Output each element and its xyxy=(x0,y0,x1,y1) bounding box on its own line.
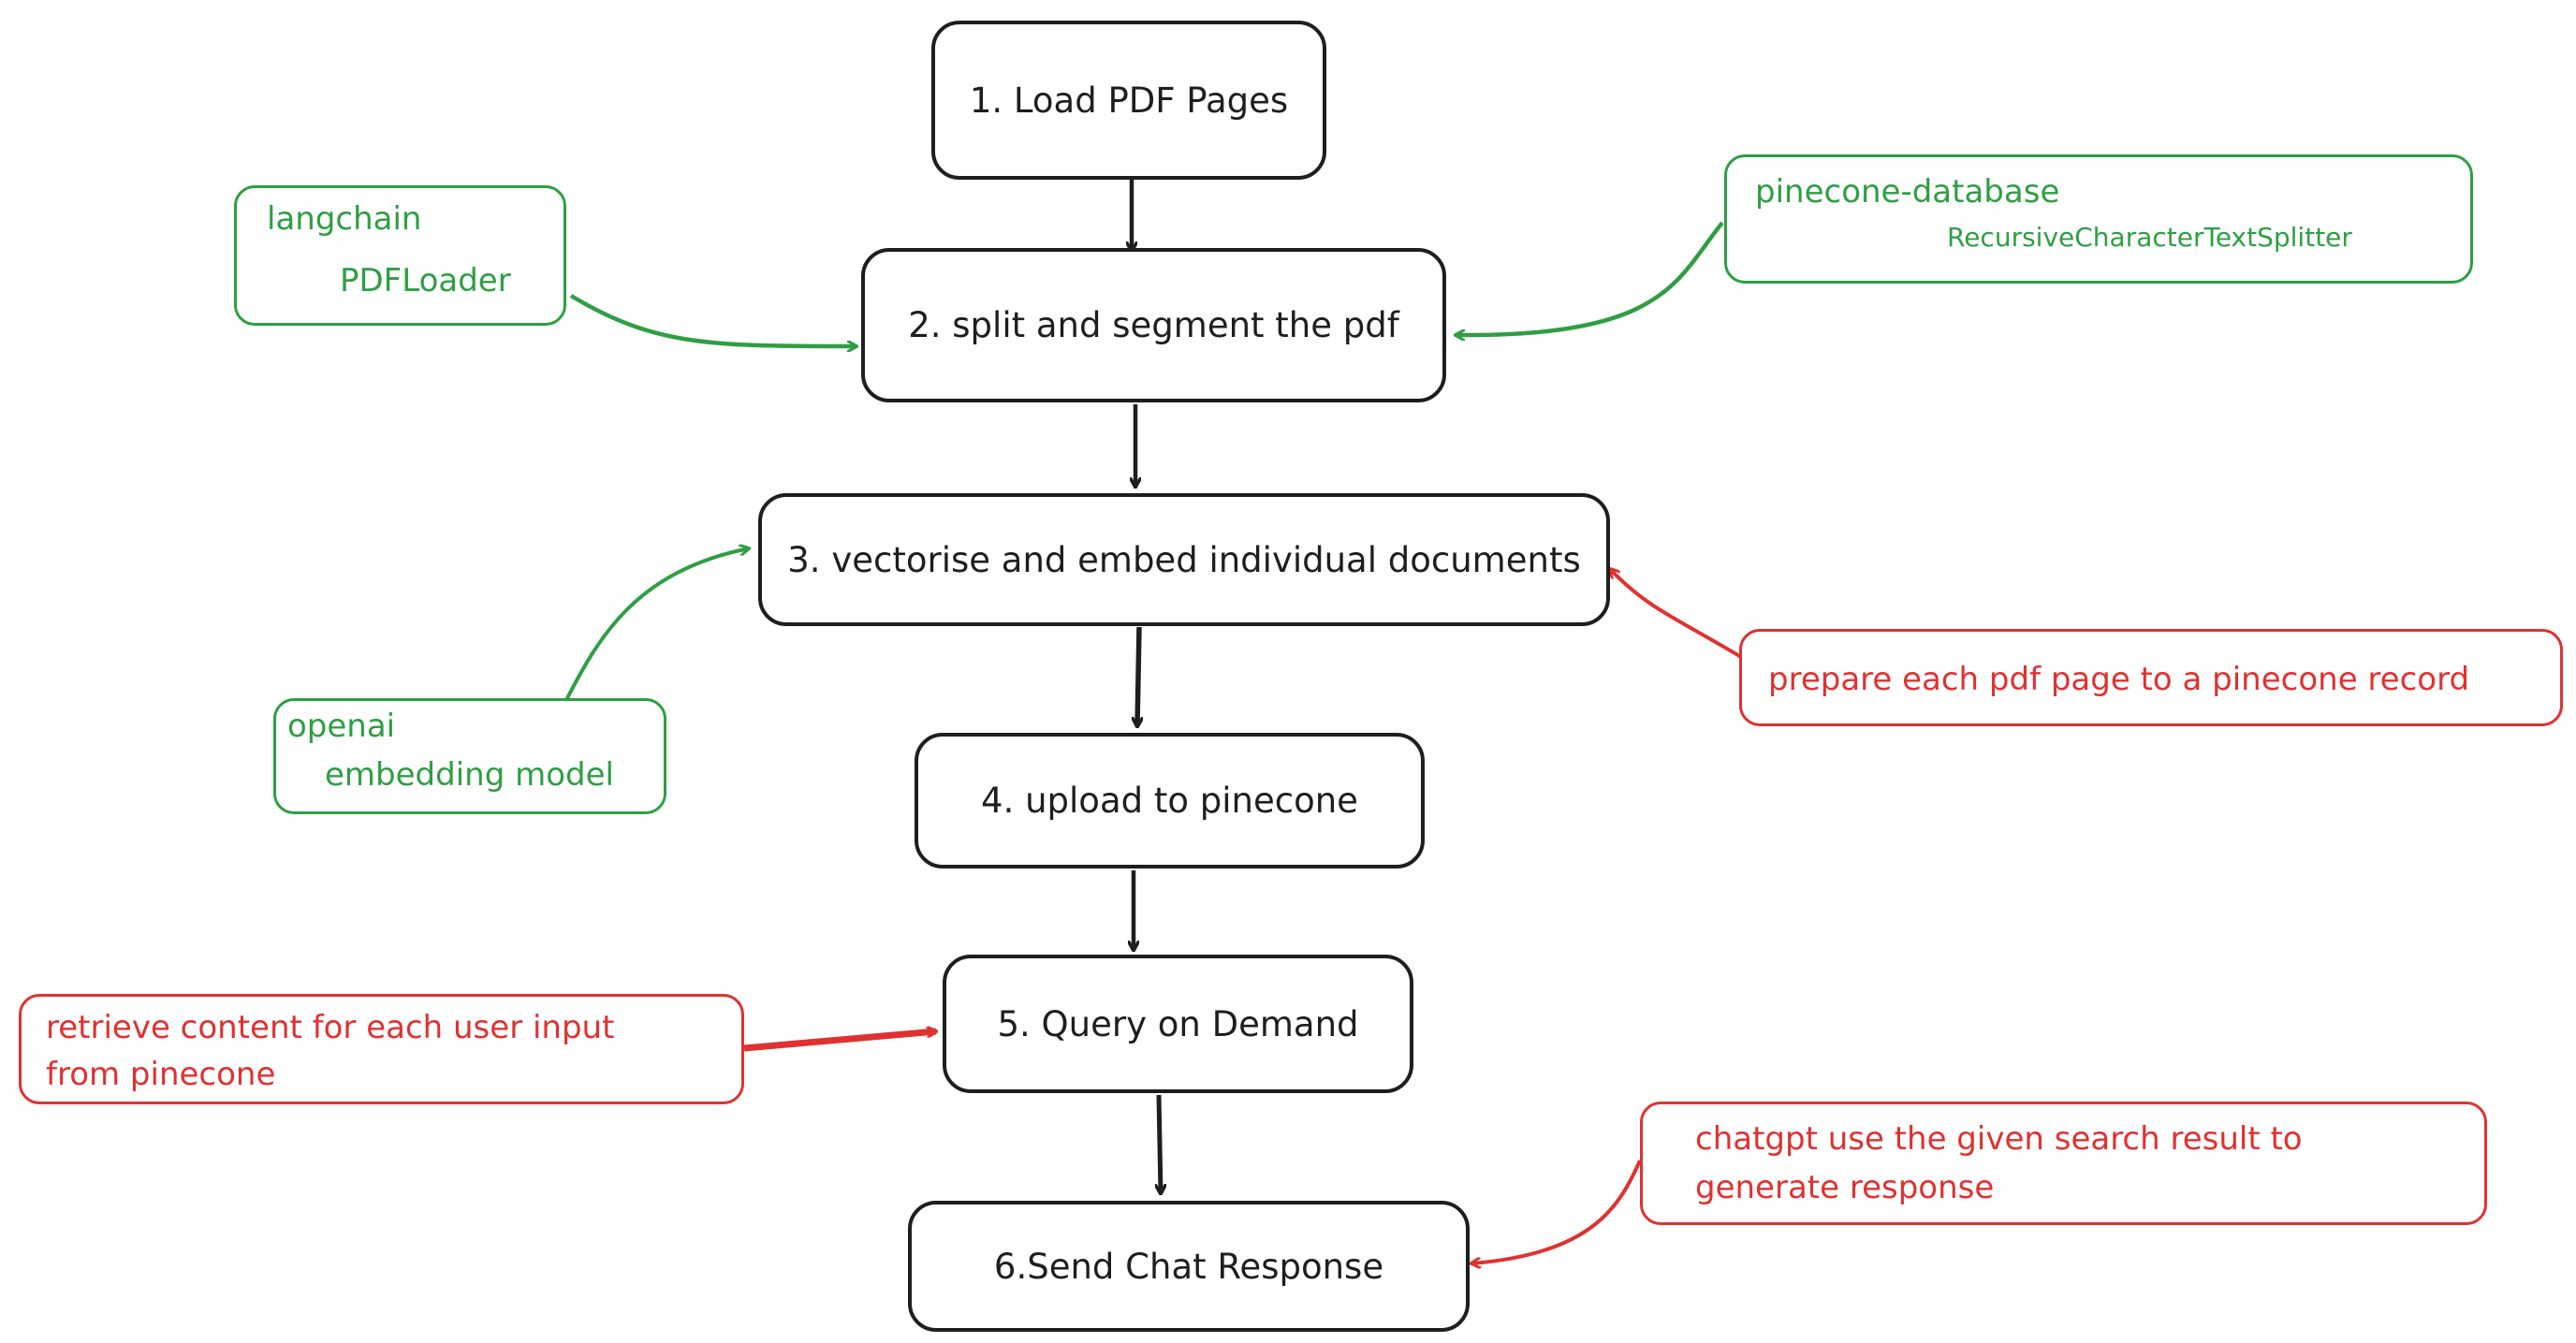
step-upload-to-pinecone: 4. upload to pinecone xyxy=(915,733,1425,869)
arrow-pinecone-to-step2 xyxy=(1456,221,1724,335)
note-line: RecursiveCharacterTextSplitter xyxy=(1947,222,2352,253)
step-query-on-demand: 5. Query on Demand xyxy=(943,955,1413,1093)
arrow-step5-to-step6 xyxy=(1159,1094,1161,1193)
step-vectorise-and-embed: 3. vectorise and embed individual docume… xyxy=(758,493,1610,626)
note-langchain-pdfloader: langchain PDFLoader xyxy=(234,185,566,326)
note-chatgpt-response: chatgpt use the given search result to g… xyxy=(1640,1102,2487,1225)
note-line: generate response xyxy=(1695,1169,1995,1206)
arrow-step3-to-step4 xyxy=(1137,626,1139,726)
arrow-langchain-to-step2 xyxy=(569,294,856,346)
note-line: pinecone-database xyxy=(1755,173,2060,211)
arrow-retrieve-to-step5 xyxy=(743,1031,936,1052)
note-line: embedding model xyxy=(325,756,614,794)
note-prepare-pinecone-record: prepare each pdf page to a pinecone reco… xyxy=(1739,629,2563,726)
note-line: langchain xyxy=(267,200,422,238)
note-line: openai xyxy=(287,708,396,745)
arrow-prepare-to-step3 xyxy=(1610,569,1743,659)
note-line: PDFLoader xyxy=(340,262,511,299)
note-pinecone-database: pinecone-database RecursiveCharacterText… xyxy=(1724,154,2473,284)
step-load-pdf-pages: 1. Load PDF Pages xyxy=(931,21,1326,180)
note-line: from pinecone xyxy=(46,1056,276,1093)
step-send-chat-response: 6.Send Chat Response xyxy=(908,1201,1470,1332)
arrow-openai-to-step3 xyxy=(564,548,749,701)
note-line: retrieve content for each user input xyxy=(46,1009,615,1046)
step-split-and-segment: 2. split and segment the pdf xyxy=(861,248,1446,402)
note-openai-embedding-model: openai embedding model xyxy=(273,698,666,814)
note-line: prepare each pdf page to a pinecone reco… xyxy=(1768,661,2470,698)
note-line: chatgpt use the given search result to xyxy=(1695,1120,2303,1158)
arrow-chatgpt-to-step6 xyxy=(1471,1160,1642,1263)
note-retrieve-content: retrieve content for each user input fro… xyxy=(19,994,744,1104)
